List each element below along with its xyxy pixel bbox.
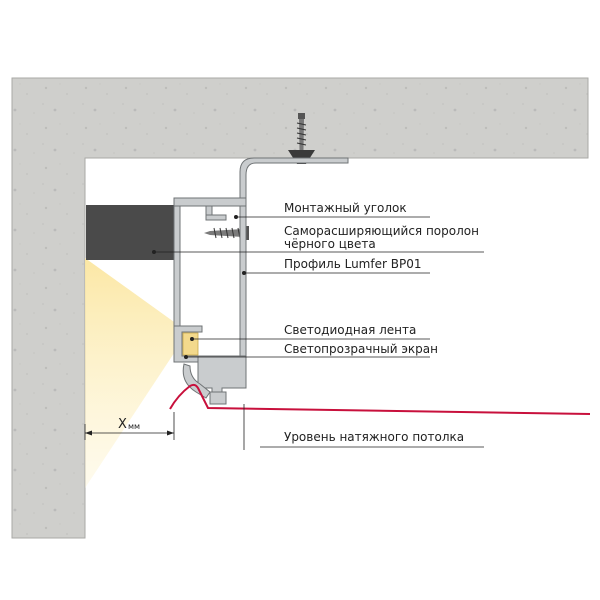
led-strip [182, 332, 199, 356]
label-diffuser: Светопрозрачный экран [284, 342, 438, 356]
label-foam-line2: чёрного цвета [284, 237, 376, 251]
dimension-x [84, 412, 175, 440]
dot-foam [152, 250, 156, 254]
concrete-slab [11, 77, 589, 539]
label-led-strip: Светодиодная лента [284, 323, 416, 337]
label-mounting-bracket: Монтажный уголок [284, 201, 407, 215]
light-cone [85, 258, 188, 488]
label-profile: Профиль Lumfer BP01 [284, 257, 421, 271]
dot-diffuser [184, 355, 188, 359]
stretch-ceiling-membrane [169, 383, 591, 415]
dimension-x-symbol: X [118, 417, 127, 432]
label-ceiling-level: Уровень натяжного потолка [284, 430, 464, 444]
mounting-bracket [239, 157, 349, 213]
dimension-x-unit: мм [128, 422, 140, 431]
dot-led [190, 337, 194, 341]
black-foam [86, 205, 174, 260]
dot-profile [242, 271, 246, 275]
aluminum-profile [173, 197, 247, 405]
dot-mounting-bracket [234, 215, 238, 219]
label-foam-line1: Саморасширяющийся поролон [284, 224, 479, 238]
